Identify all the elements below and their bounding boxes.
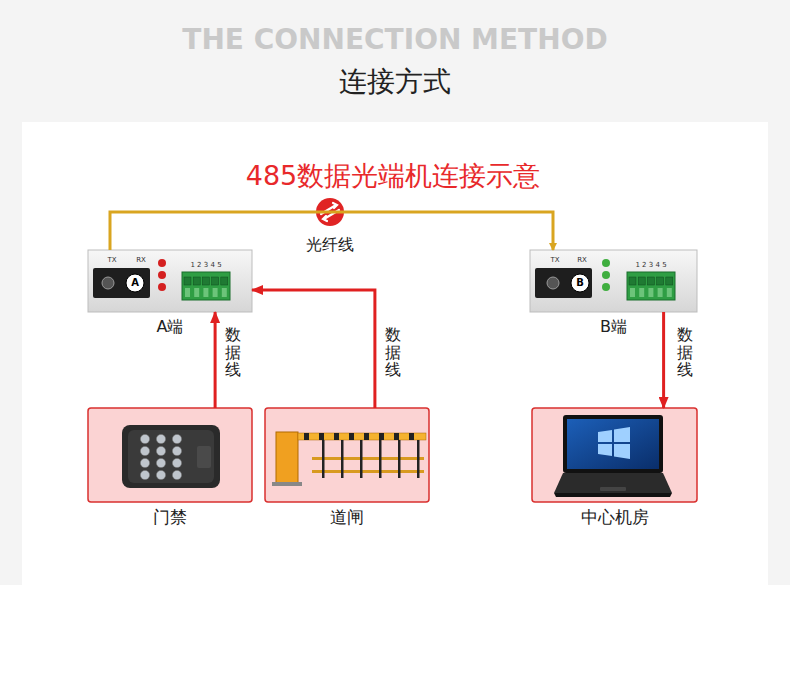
edge-label: 数据线 (677, 326, 693, 379)
device-box (265, 408, 429, 502)
device-box: 门禁 (88, 408, 252, 502)
pin-numbers: 1 2 3 4 5 (190, 261, 221, 269)
device-box: 道闸 (265, 408, 429, 502)
port-label: TX (550, 256, 559, 264)
transceiver-b: B端 (530, 250, 697, 312)
device-box (532, 408, 697, 502)
node-label: 道闸 (265, 507, 429, 527)
diagram-title: 485数据光端机连接示意 (246, 160, 541, 192)
edge-label: 数据线 (385, 326, 401, 379)
laptop (554, 415, 672, 497)
optical-transceiver-b (530, 250, 697, 312)
port-label: RX (136, 256, 146, 264)
access-keypad (122, 425, 220, 488)
edge-label: 光纤线 (306, 235, 354, 254)
device-box (88, 408, 252, 502)
edge-label: 数据线 (225, 326, 241, 379)
header-chinese: 连接方式 (339, 65, 451, 99)
barrier-gate (272, 432, 426, 486)
optical-transceiver-a (88, 250, 252, 312)
transceiver-a: A端 (88, 250, 252, 312)
node-label: 中心机房 (532, 507, 697, 527)
header-english: THE CONNECTION METHOD (182, 23, 607, 57)
pin-numbers: 1 2 3 4 5 (635, 261, 666, 269)
port-label: RX (577, 256, 587, 264)
data-cable (214, 312, 217, 408)
node-label: B端 (530, 317, 697, 336)
data-cable (662, 312, 665, 408)
port-letter: A (131, 277, 139, 289)
data-cable (252, 290, 375, 408)
device-box: 中心机房 (532, 408, 697, 502)
port-letter: B (576, 277, 584, 289)
port-label: TX (107, 256, 116, 264)
node-label: 门禁 (88, 507, 252, 527)
